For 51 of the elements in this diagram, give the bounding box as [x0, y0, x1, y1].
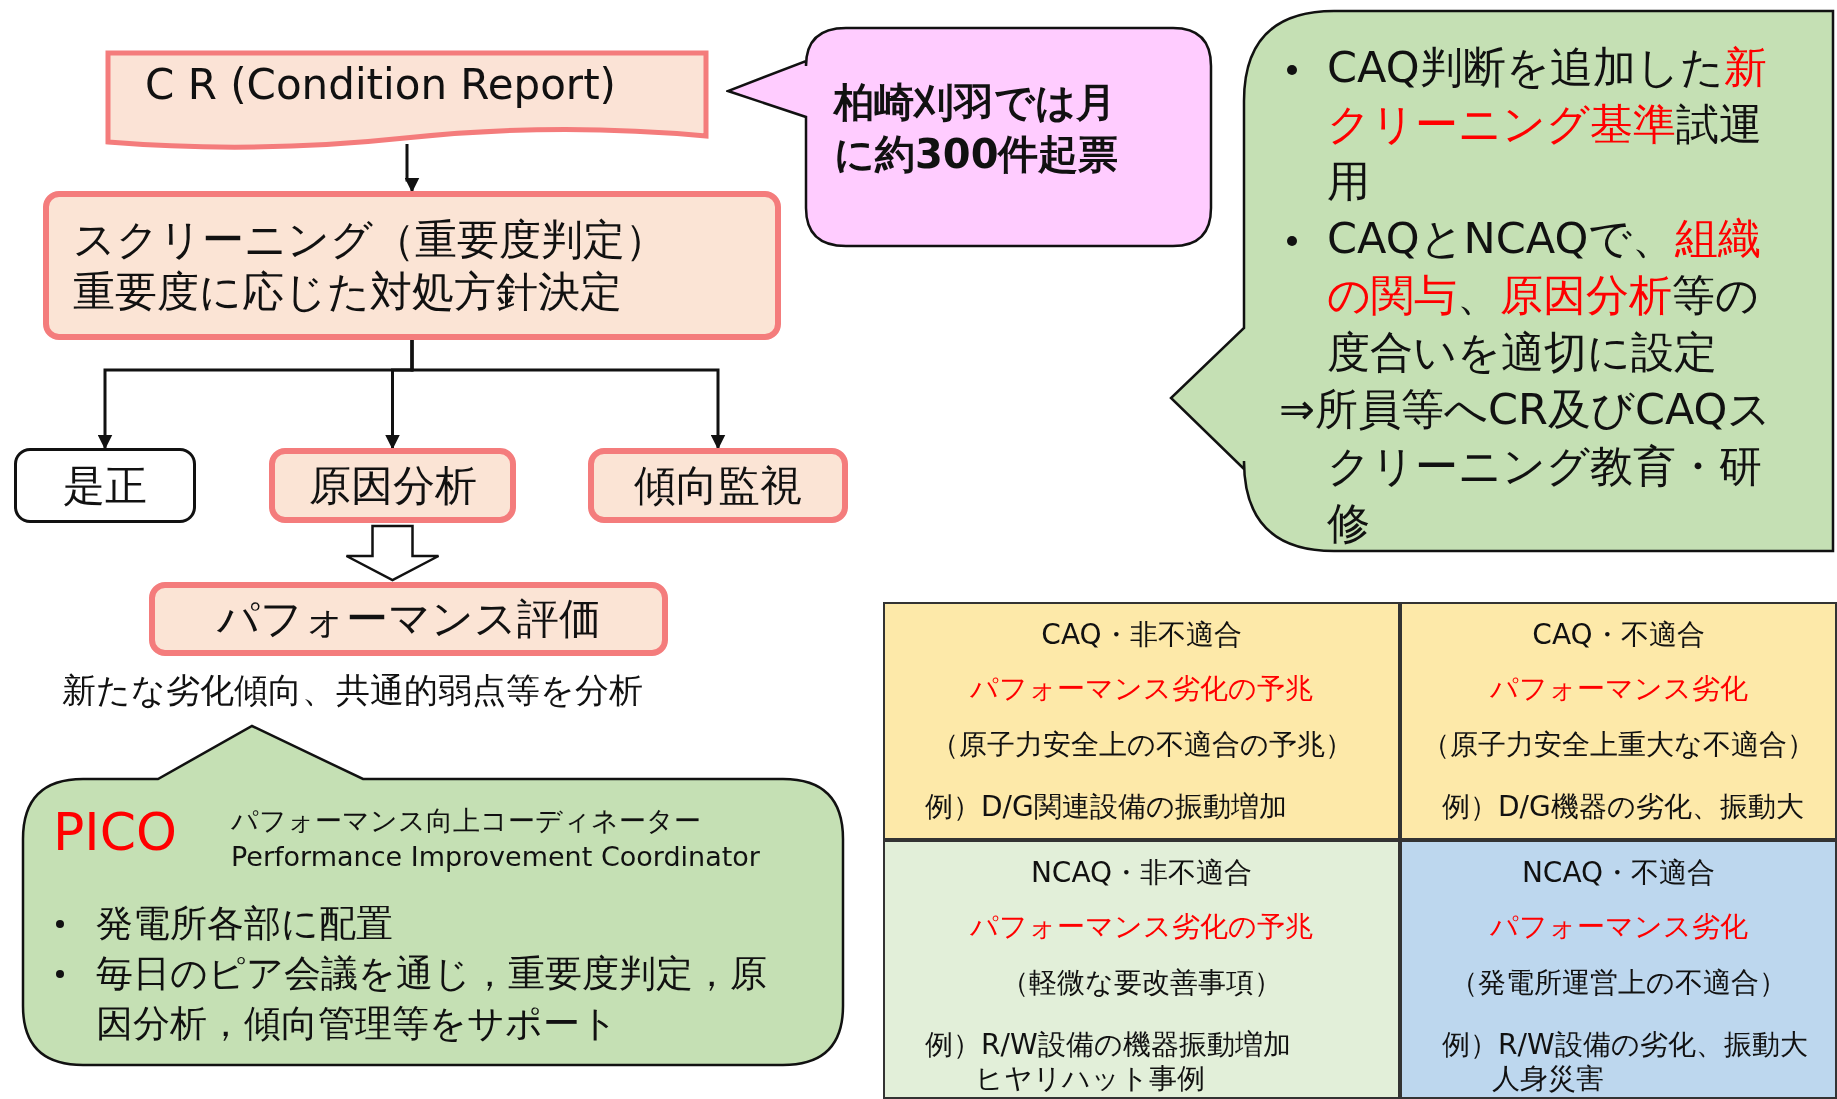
cell-heading: CAQ・不適合: [1531, 618, 1706, 652]
process-box: [149, 582, 668, 656]
cell-text: （発電所運営上の不適合）: [1449, 966, 1788, 1000]
cell-text: パフォーマンス劣化: [1488, 910, 1749, 944]
speech-bubble: [726, 26, 1213, 248]
callout-text: CAQ判断を追加した新クリーニング基準試運用: [1327, 41, 1768, 208]
table-cell: [1400, 602, 1837, 840]
cell-text: ヒヤリハット事例: [975, 1062, 1205, 1096]
cell-text: （原子力安全上の不適合の予兆）: [929, 728, 1354, 762]
document-box: [105, 50, 709, 150]
bullet-text: 発電所各部に配置: [96, 901, 394, 947]
table-cell: [883, 840, 1400, 1099]
speech-bubble: [20, 723, 846, 1068]
cell-text: パフォーマンス劣化の予兆: [969, 672, 1314, 706]
callout-text: CAQとNCAQで、組織の関与、原因分析等の度合いを適切に設定: [1327, 212, 1763, 379]
report-title: C R (Condition Report): [145, 60, 616, 109]
cell-text: 例）D/G関連設備の振動増加: [925, 790, 1287, 824]
caption-text: 新たな劣化傾向、共通的弱点等を分析: [62, 670, 643, 710]
box-label: 原因分析: [307, 459, 478, 512]
cell-text: パフォーマンス劣化の予兆: [969, 910, 1314, 944]
cell-text: 例）R/W設備の劣化、振動大: [1442, 1028, 1808, 1062]
box-label: パフォーマンス評価: [215, 593, 602, 645]
speech-bubble: [1169, 9, 1835, 553]
box-label: 是正: [62, 459, 148, 512]
cell-text: （軽微な要改善事項）: [1000, 966, 1283, 1000]
process-box: [43, 191, 781, 340]
subtitle-text: Performance Improvement Coordinator: [231, 841, 760, 873]
cell-heading: NCAQ・不適合: [1520, 856, 1717, 890]
callout-text: ⇒所員等へCR及びCAQスクリーニング教育・研修: [1279, 383, 1773, 550]
arrow: [404, 144, 420, 193]
subtitle-text: パフォーマンス向上コーディネーター: [231, 805, 701, 837]
cell-text: 人身災害: [1492, 1062, 1604, 1096]
cell-text: （原子力安全上重大な不適合）: [1421, 728, 1816, 762]
heading-text: PICO: [53, 801, 177, 863]
box-label: 傾向監視: [633, 459, 803, 512]
box-label: 重要度に応じた対処方針決定: [73, 265, 623, 318]
cell-heading: NCAQ・非不適合: [1029, 856, 1254, 890]
callout-text: 柏崎刈羽では月に約300件起票: [834, 78, 1120, 179]
arrow: [410, 340, 726, 450]
bullet-text: 毎日のピア会議を通じ，重要度判定，原因分析，傾向管理等をサポート: [96, 951, 768, 1047]
cell-text: 例）D/G機器の劣化、振動大: [1442, 790, 1804, 824]
block-arrow: [345, 524, 440, 582]
cell-heading: CAQ・非不適合: [1040, 618, 1243, 652]
box-label: スクリーニング（重要度判定）: [73, 213, 668, 266]
cell-text: 例）R/W設備の機器振動増加: [925, 1028, 1291, 1062]
process-box: [269, 448, 516, 523]
process-box: [14, 448, 196, 523]
cell-text: パフォーマンス劣化: [1488, 672, 1749, 706]
table-cell: [1400, 840, 1837, 1099]
table-cell: [883, 602, 1400, 840]
process-box: [588, 448, 848, 523]
